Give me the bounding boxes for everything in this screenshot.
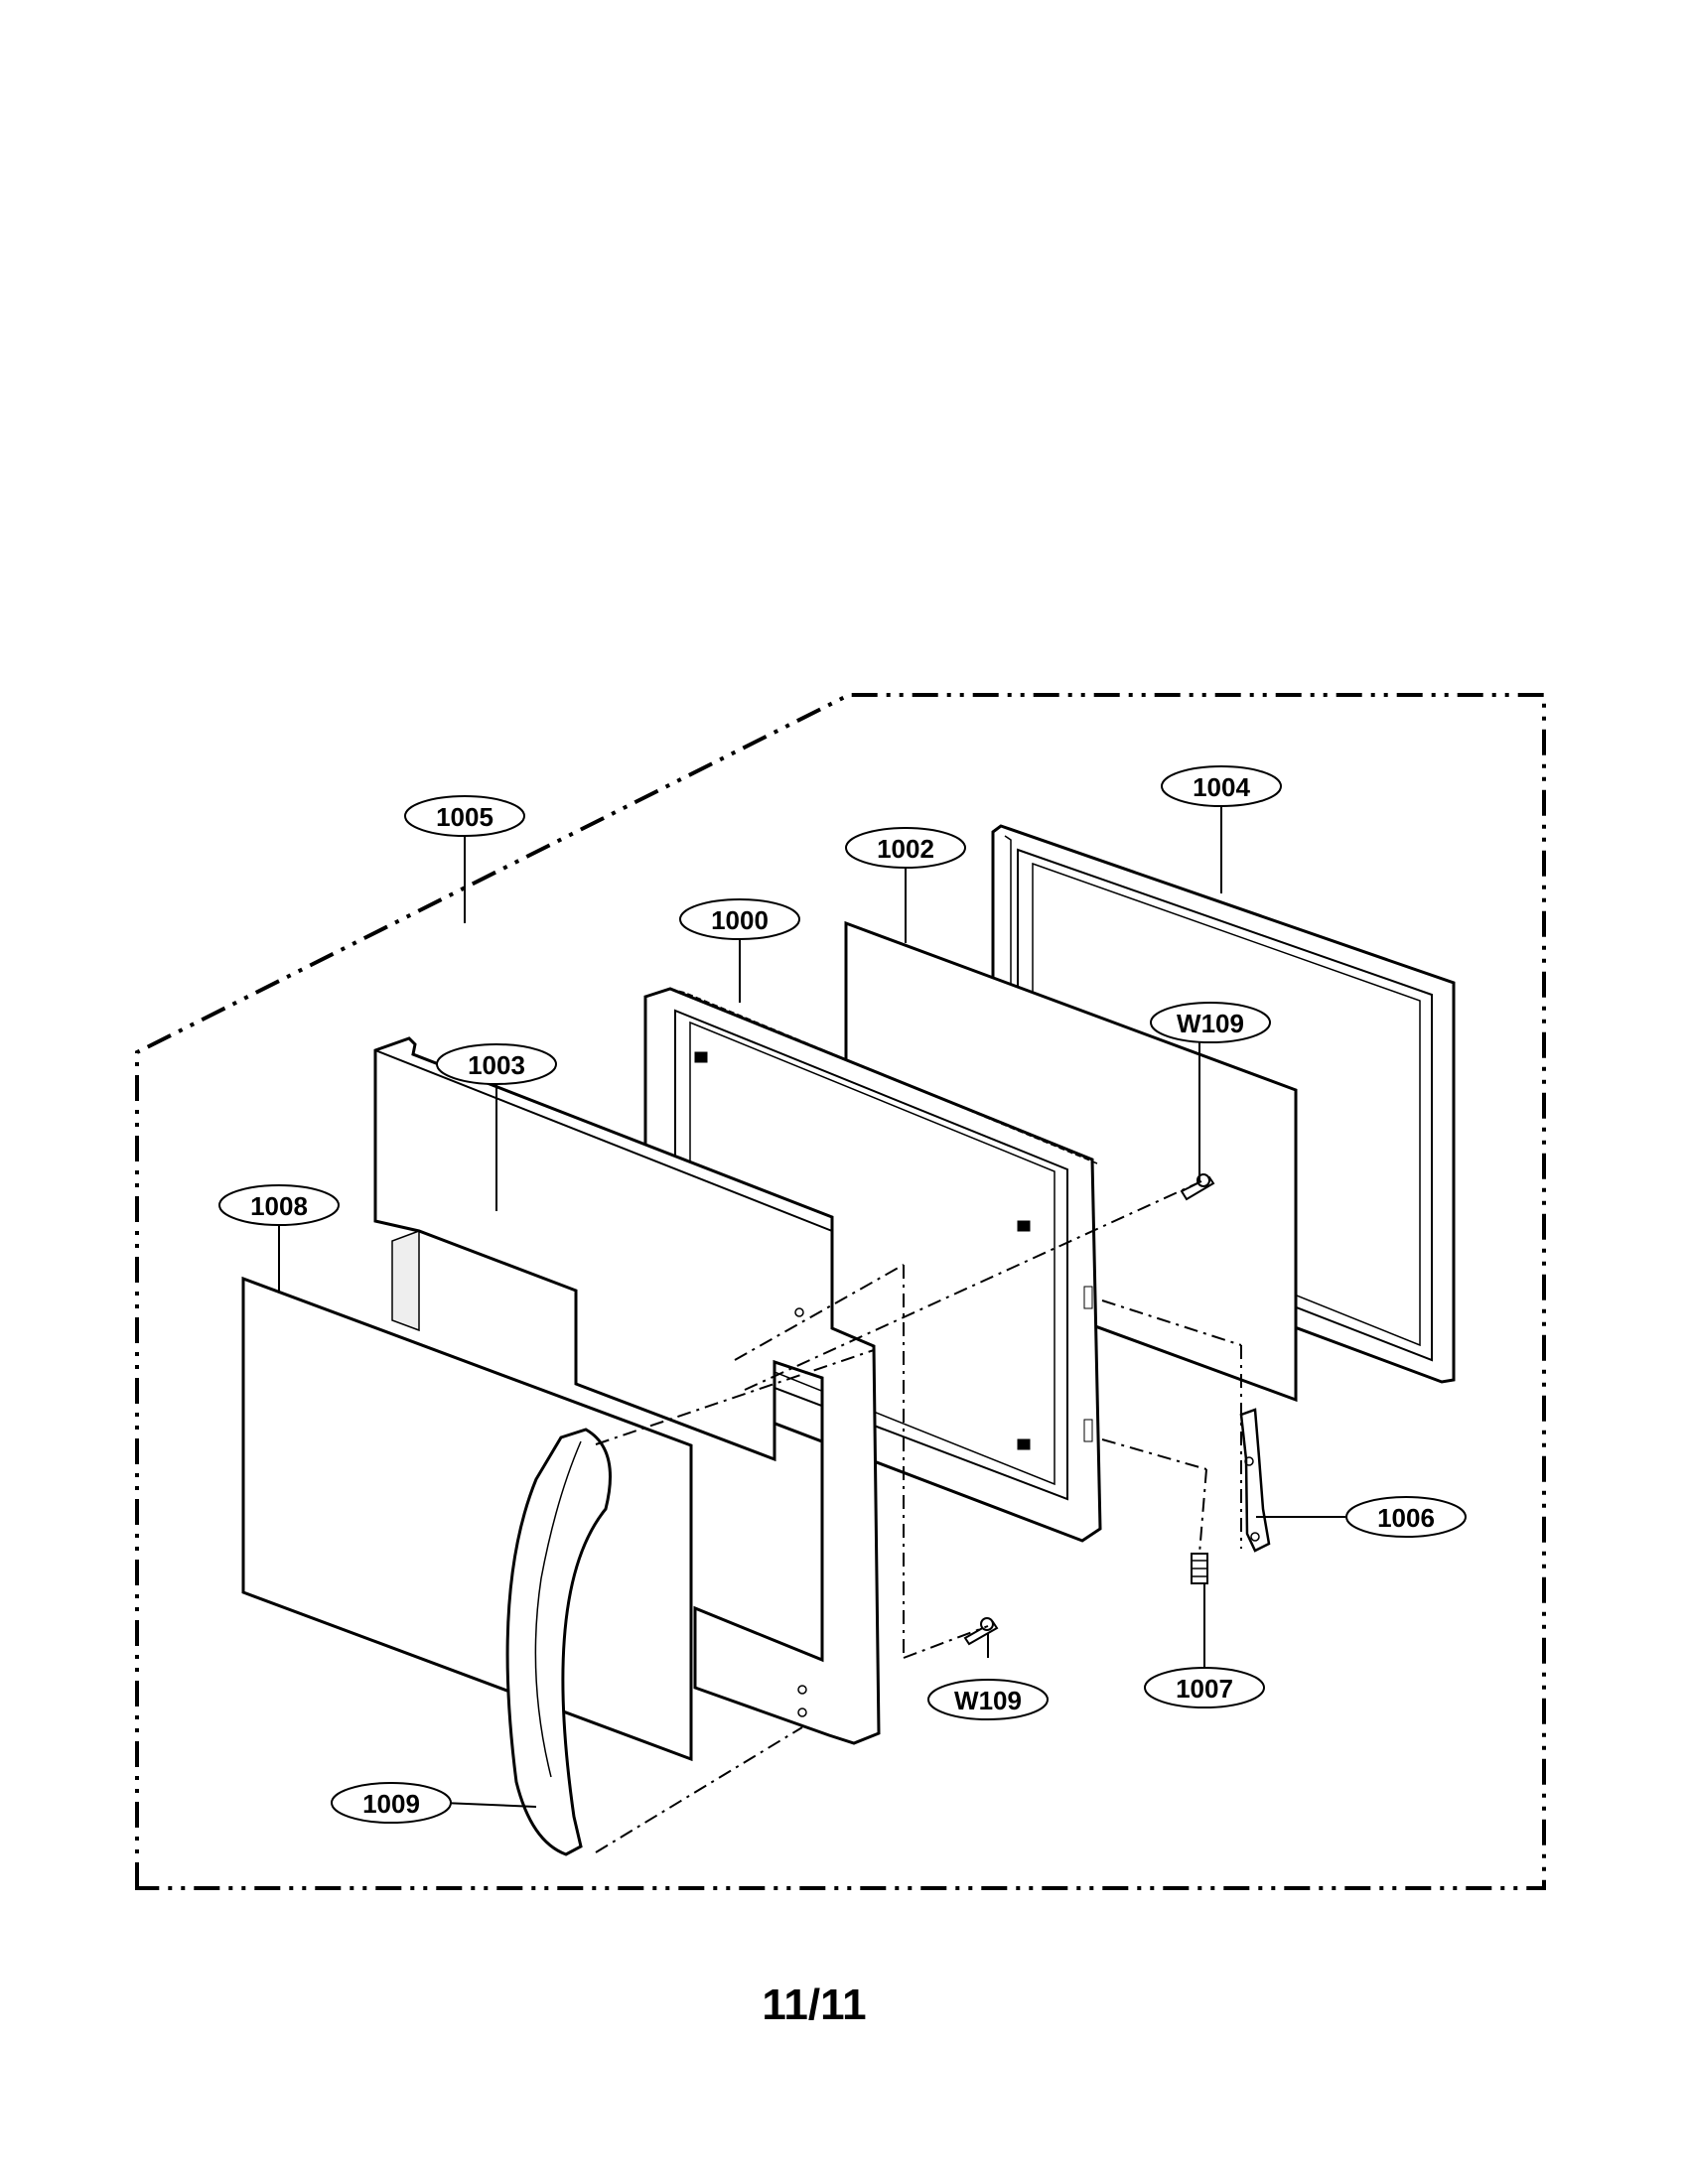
assembly-boundary — [135, 693, 1546, 1890]
callout-1009-label: 1009 — [362, 1789, 420, 1819]
callout-w109-top-label: W109 — [1177, 1009, 1244, 1038]
page-number: 11/11 — [762, 1980, 867, 2029]
callout-1008-ellipse — [218, 1184, 340, 1226]
callout-w109-bottom-label: W109 — [954, 1686, 1022, 1715]
callout-w109-bottom-ellipse — [927, 1679, 1049, 1720]
callout-1009-ellipse — [331, 1782, 452, 1824]
callout-w109-top-ellipse — [1150, 1002, 1271, 1043]
part-1003-cover-frame — [373, 1036, 881, 1745]
part-1007-spring — [1191, 1553, 1208, 1584]
callout-1006-ellipse — [1345, 1496, 1467, 1538]
callout-1003-label: 1003 — [468, 1050, 525, 1080]
screw-w109-bottom — [963, 1617, 999, 1646]
leader-lines — [278, 802, 1345, 1808]
callouts — [218, 765, 1467, 1824]
part-1009-handle — [505, 1428, 612, 1856]
callout-1002-label: 1002 — [877, 834, 934, 864]
callout-1004-label: 1004 — [1193, 772, 1250, 802]
callout-1008-label: 1008 — [250, 1191, 308, 1221]
callout-1005-label: 1005 — [436, 802, 493, 832]
callout-1007-ellipse — [1144, 1667, 1265, 1708]
callout-1002-ellipse — [845, 827, 966, 869]
callout-1000-label: 1000 — [711, 905, 769, 935]
callout-1005-ellipse — [404, 795, 525, 837]
callout-1007-label: 1007 — [1176, 1674, 1233, 1704]
callout-1003-ellipse — [436, 1043, 557, 1085]
part-1006-latch — [1239, 1408, 1271, 1553]
callout-1000-ellipse — [679, 898, 800, 940]
part-1008-outer-panel — [241, 1276, 693, 1762]
callout-1006-label: 1006 — [1377, 1503, 1435, 1533]
callout-1004-ellipse — [1161, 765, 1282, 807]
assembly-lines — [595, 1180, 1242, 1853]
